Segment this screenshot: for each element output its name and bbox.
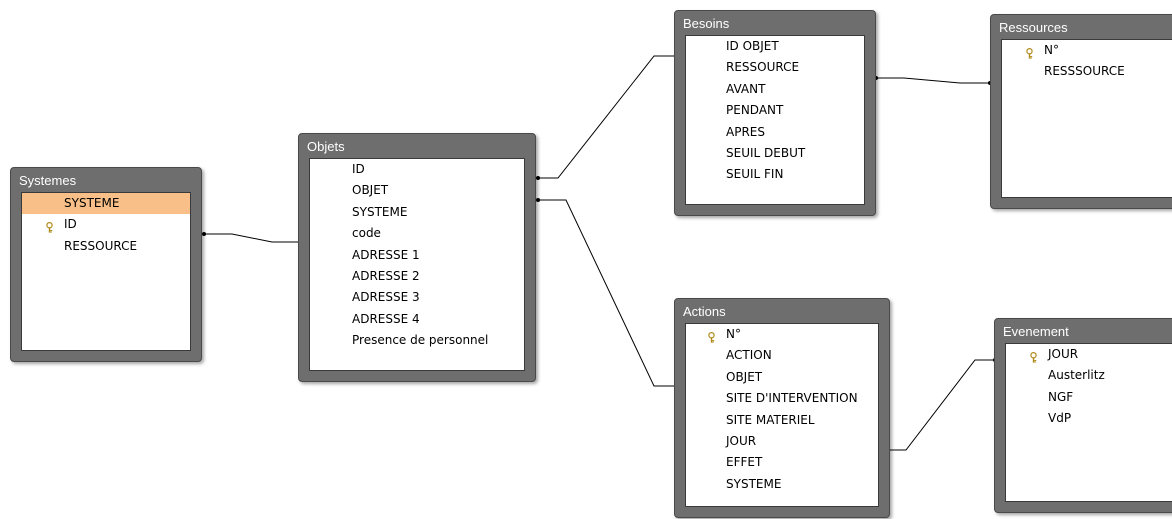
field-name: N° — [726, 327, 741, 341]
field-row[interactable]: PENDANT — [686, 100, 864, 121]
field-name: Austerlitz — [1048, 368, 1105, 383]
field-list[interactable]: SYSTEME ID RESSOURCE — [21, 192, 191, 351]
field-row[interactable]: Presence de personnel — [310, 330, 524, 351]
field-name: SEUIL DEBUT — [726, 145, 806, 160]
field-name: N° — [1044, 43, 1059, 57]
field-name: RESSOURCE — [64, 238, 138, 253]
field-name: OBJET — [726, 369, 763, 384]
field-name: VdP — [1048, 411, 1072, 426]
field-row[interactable]: N° — [686, 324, 878, 345]
primary-key-icon — [1028, 349, 1039, 363]
table-title[interactable]: Evenement — [1003, 324, 1069, 339]
field-name: ID — [64, 217, 77, 232]
table-title[interactable]: Systemes — [19, 173, 77, 188]
relationship-line-objets-actions — [538, 199, 680, 387]
field-row[interactable]: SITE MATERIEL — [686, 410, 878, 431]
field-row[interactable]: SEUIL DEBUT — [686, 143, 864, 164]
field-row[interactable]: OBJET — [310, 180, 524, 201]
field-name: SEUIL FIN — [726, 167, 784, 182]
field-name: SYSTEME — [726, 476, 782, 491]
field-row[interactable]: SYSTEME — [22, 193, 190, 215]
primary-key-icon — [1024, 45, 1035, 59]
field-name: Presence de personnel — [352, 333, 489, 348]
field-row[interactable]: SEUIL FIN — [686, 164, 864, 185]
field-name: code — [352, 226, 381, 241]
field-name: APRES — [726, 124, 765, 139]
table-actions[interactable]: Actions N° ACTION OBJET SITE D'INTERVENTION… — [674, 298, 890, 518]
field-name: SYSTEME — [352, 204, 408, 219]
field-row[interactable]: RESSOURCE — [22, 236, 190, 257]
relationship-line-besoins-ressources — [876, 77, 990, 84]
field-name: JOUR — [1048, 347, 1079, 361]
table-title[interactable]: Besoins — [683, 16, 730, 31]
field-row[interactable]: ADRESSE 4 — [310, 309, 524, 330]
field-row[interactable]: JOUR — [1006, 344, 1172, 365]
primary-key-icon — [706, 329, 717, 343]
field-name: OBJET — [352, 183, 389, 198]
field-row[interactable]: ACTION — [686, 345, 878, 366]
field-name: ACTION — [726, 348, 772, 363]
field-row[interactable]: N° — [1002, 40, 1172, 61]
relationship-line-systemes-objets — [204, 233, 300, 243]
field-name: PENDANT — [726, 103, 784, 118]
relationship-line-actions-evenement — [876, 359, 995, 451]
relationship-endpoint — [202, 232, 206, 236]
field-row[interactable]: ADRESSE 1 — [310, 245, 524, 266]
field-row[interactable]: ID OBJET — [686, 36, 864, 57]
field-row[interactable]: SYSTEME — [686, 474, 878, 495]
field-row[interactable]: SITE D'INTERVENTION — [686, 388, 878, 409]
field-row[interactable]: SYSTEME — [310, 202, 524, 223]
field-name: SYSTEME — [64, 196, 120, 210]
field-name: ADRESSE 4 — [352, 311, 420, 326]
primary-key-icon — [44, 219, 55, 233]
table-title[interactable]: Ressources — [999, 20, 1068, 35]
field-row[interactable]: Austerlitz — [1006, 365, 1172, 386]
field-name: RESSSOURCE — [1044, 64, 1125, 79]
field-row[interactable]: ADRESSE 2 — [310, 266, 524, 287]
field-row[interactable]: ID — [310, 159, 524, 180]
field-name: AVANT — [726, 81, 766, 96]
table-besoins[interactable]: Besoins ID OBJET RESSOURCE AVANT PENDANT APR… — [674, 10, 876, 216]
table-title[interactable]: Objets — [307, 139, 345, 154]
field-row[interactable]: EFFET — [686, 452, 878, 473]
field-row[interactable]: ID — [22, 214, 190, 235]
field-name: JOUR — [726, 433, 757, 448]
field-name: ID OBJET — [726, 39, 779, 53]
field-name: RESSOURCE — [726, 60, 800, 75]
field-list[interactable]: N° ACTION OBJET SITE D'INTERVENTION SITE MAT… — [685, 323, 879, 507]
field-row[interactable]: OBJET — [686, 367, 878, 388]
field-name: ID — [352, 162, 365, 176]
field-row[interactable]: AVANT — [686, 79, 864, 100]
field-name: EFFET — [726, 455, 763, 470]
field-row[interactable]: VdP — [1006, 408, 1172, 429]
field-list[interactable]: N° RESSSOURCE — [1001, 39, 1172, 198]
field-name: ADRESSE 3 — [352, 290, 420, 305]
field-row[interactable]: code — [310, 223, 524, 244]
field-name: ADRESSE 1 — [352, 247, 420, 262]
field-row[interactable]: ADRESSE 3 — [310, 287, 524, 308]
field-name: NGF — [1048, 389, 1074, 404]
relationship-endpoint — [536, 176, 540, 180]
table-systemes[interactable]: Systemes SYSTEME ID RESSOURCE — [10, 167, 202, 362]
field-list[interactable]: ID OBJET RESSOURCE AVANT PENDANT APRES SEUIL … — [685, 35, 865, 205]
field-row[interactable]: APRES — [686, 122, 864, 143]
field-row[interactable]: RESSSOURCE — [1002, 61, 1172, 82]
field-name: SITE D'INTERVENTION — [726, 391, 858, 406]
table-ressources[interactable]: Ressources N° RESSSOURCE — [990, 14, 1172, 209]
relationship-line-objets-besoins — [538, 55, 680, 179]
field-row[interactable]: RESSOURCE — [686, 57, 864, 78]
field-name: SITE MATERIEL — [726, 412, 815, 427]
relationship-endpoint — [536, 198, 540, 202]
field-row[interactable]: JOUR — [686, 431, 878, 452]
table-title[interactable]: Actions — [683, 304, 726, 319]
field-name: ADRESSE 2 — [352, 268, 420, 283]
field-row[interactable]: NGF — [1006, 387, 1172, 408]
